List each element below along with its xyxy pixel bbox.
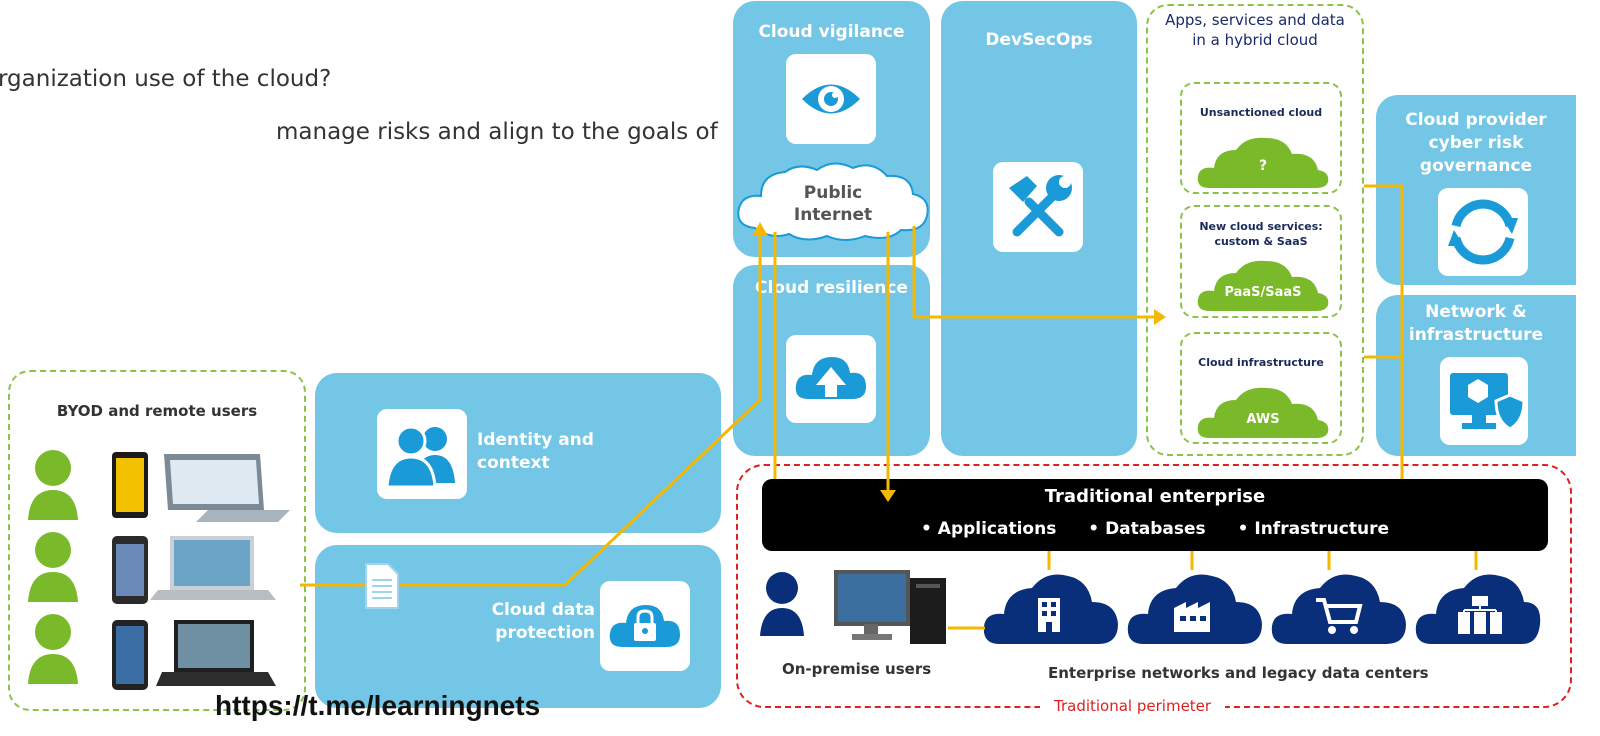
- intro-line-1: rganization use of the cloud?: [0, 66, 332, 92]
- enterprise-networks-label: Enterprise networks and legacy data cent…: [1048, 664, 1429, 682]
- devsecops-box: DevSecOps: [941, 1, 1137, 456]
- tools-icon: [993, 162, 1083, 252]
- cloud-provider-box: Cloud provider cyber risk governance: [1376, 95, 1576, 285]
- public-internet-label: Public Internet: [793, 183, 873, 225]
- public-internet-cloud: Public Internet: [733, 158, 933, 244]
- enterprise-bullets: • Applications • Databases • Infrastruct…: [762, 519, 1548, 539]
- bullet-infrastructure-text: Infrastructure: [1254, 519, 1390, 539]
- cloud-infrastructure-group: Cloud infrastructure AWS: [1180, 332, 1342, 444]
- hybrid-cloud-group: Apps, services and data in a hybrid clou…: [1146, 4, 1364, 456]
- lock-cloud-icon: [600, 581, 690, 671]
- new-cloud-services-text: PaaS/SaaS: [1224, 285, 1302, 300]
- network-infrastructure-title: Network & infrastructure: [1408, 302, 1544, 345]
- hybrid-cloud-title: Apps, services and data in a hybrid clou…: [1165, 11, 1345, 49]
- bullet-applications: • Applications: [920, 519, 1057, 539]
- unsanctioned-cloud-group: Unsanctioned cloud ?: [1180, 82, 1342, 194]
- bullet-databases: • Databases: [1088, 519, 1206, 539]
- on-premise-label: On-premise users: [782, 660, 932, 678]
- identity-context-title: Identity and context: [477, 430, 594, 473]
- cloud-provider-title: Cloud provider cyber risk governance: [1405, 110, 1547, 176]
- identity-context-box: Identity and context: [315, 373, 721, 533]
- cloud-upload-icon: [786, 335, 876, 423]
- byod-group: BYOD and remote users: [8, 370, 306, 711]
- traditional-perimeter-label: Traditional perimeter: [1040, 697, 1226, 715]
- new-cloud-services-label: New cloud services: custom & SaaS: [1199, 220, 1323, 248]
- monitor-shield-icon: [1440, 357, 1528, 445]
- traditional-enterprise-title: Traditional enterprise: [1044, 486, 1266, 507]
- eye-icon: [786, 54, 876, 144]
- byod-label: BYOD and remote users: [56, 402, 258, 420]
- bullet-infrastructure: • Infrastructure: [1237, 519, 1390, 539]
- green-cloud-icon: PaaS/SaaS: [1196, 255, 1330, 315]
- bullet-applications-text: Applications: [937, 519, 1057, 539]
- unsanctioned-cloud-label: Unsanctioned cloud: [1199, 106, 1323, 119]
- green-cloud-icon: AWS: [1196, 382, 1330, 442]
- cloud-vigilance-title: Cloud vigilance: [758, 22, 905, 42]
- watermark-url: https://t.me/learningnets: [215, 690, 541, 721]
- bullet-databases-text: Databases: [1105, 519, 1206, 539]
- devsecops-title: DevSecOps: [985, 30, 1093, 50]
- network-infrastructure-box: Network & infrastructure: [1376, 295, 1576, 456]
- enterprise-clouds: [982, 568, 1542, 648]
- cloud-data-protection-title: Cloud data protection: [491, 600, 595, 643]
- refresh-cycle-icon: [1438, 188, 1528, 276]
- cloud-data-protection-box: Cloud data protection: [315, 545, 721, 708]
- document-icon: [364, 562, 400, 610]
- byod-devices: [28, 450, 298, 700]
- new-cloud-services-group: New cloud services: custom & SaaS PaaS/S…: [1180, 205, 1342, 318]
- users-icon: [377, 409, 467, 499]
- on-premise-workstation: [760, 570, 960, 650]
- intro-line-2: manage risks and align to the goals of: [276, 119, 718, 145]
- unsanctioned-cloud-text: ?: [1258, 158, 1268, 174]
- cloud-infrastructure-text: AWS: [1246, 412, 1280, 427]
- cloud-resilience-title: Cloud resilience: [755, 278, 908, 298]
- cloud-infrastructure-label: Cloud infrastructure: [1198, 356, 1324, 369]
- green-cloud-icon: ?: [1196, 132, 1330, 192]
- cloud-resilience-box: Cloud resilience: [733, 265, 930, 456]
